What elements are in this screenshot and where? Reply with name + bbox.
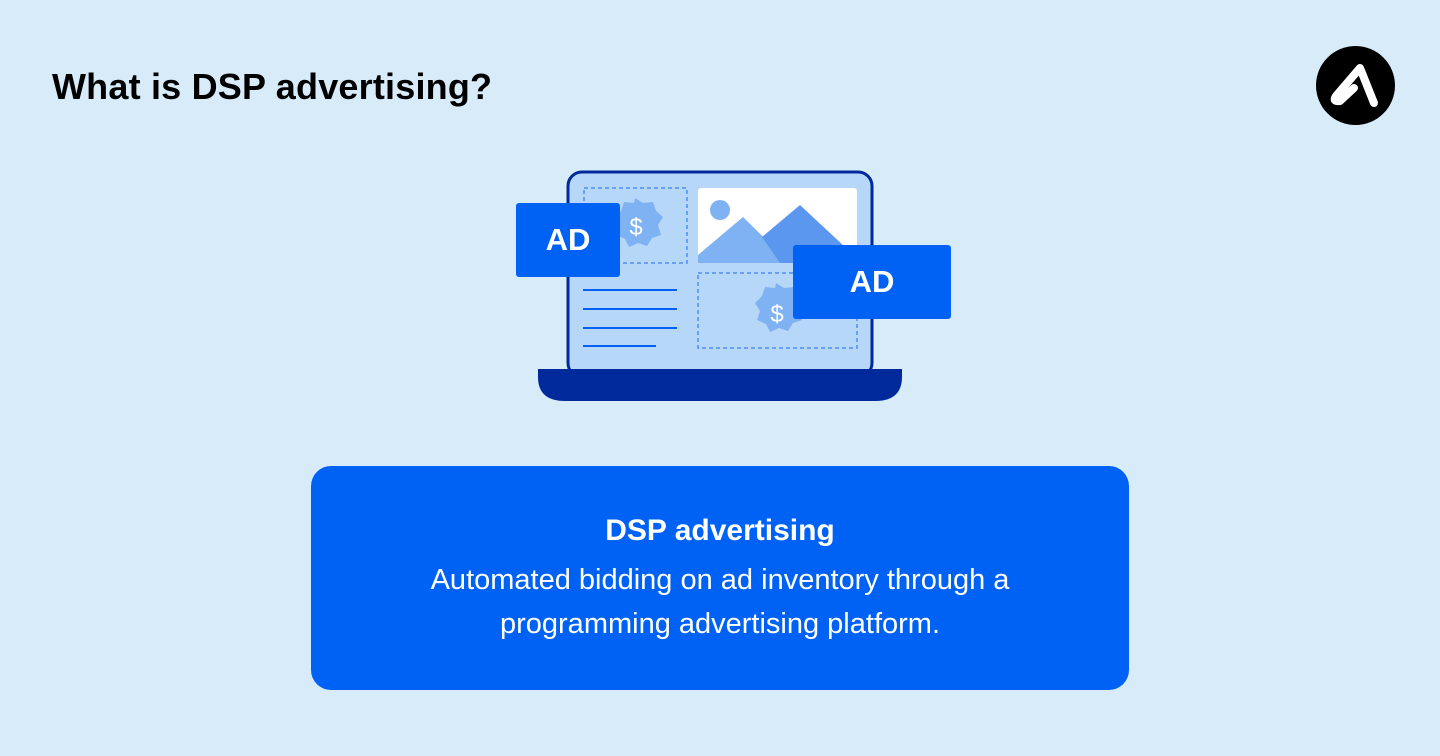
definition-card: DSP advertising Automated bidding on ad …: [311, 466, 1129, 690]
brand-logo: [1316, 46, 1395, 125]
dollar-badge-icon: $: [614, 198, 663, 247]
laptop-icon: $ $: [516, 170, 951, 401]
page-title: What is DSP advertising?: [52, 66, 493, 107]
ad-badge-label: AD: [545, 222, 591, 257]
ad-badge-label: AD: [849, 264, 895, 299]
definition-title: DSP advertising: [605, 514, 835, 547]
dollar-badge-icon: $: [755, 283, 804, 332]
dsp-illustration: $ $ AD AD: [510, 165, 960, 410]
text-lines-icon: [583, 289, 677, 347]
brand-a-logo-icon: [1330, 64, 1378, 107]
svg-text:$: $: [770, 301, 783, 328]
svg-text:$: $: [629, 214, 642, 241]
definition-body: Automated bidding on ad inventory throug…: [430, 564, 1010, 640]
ad-badge-left: AD: [516, 203, 620, 277]
ad-badge-right: AD: [793, 245, 951, 319]
